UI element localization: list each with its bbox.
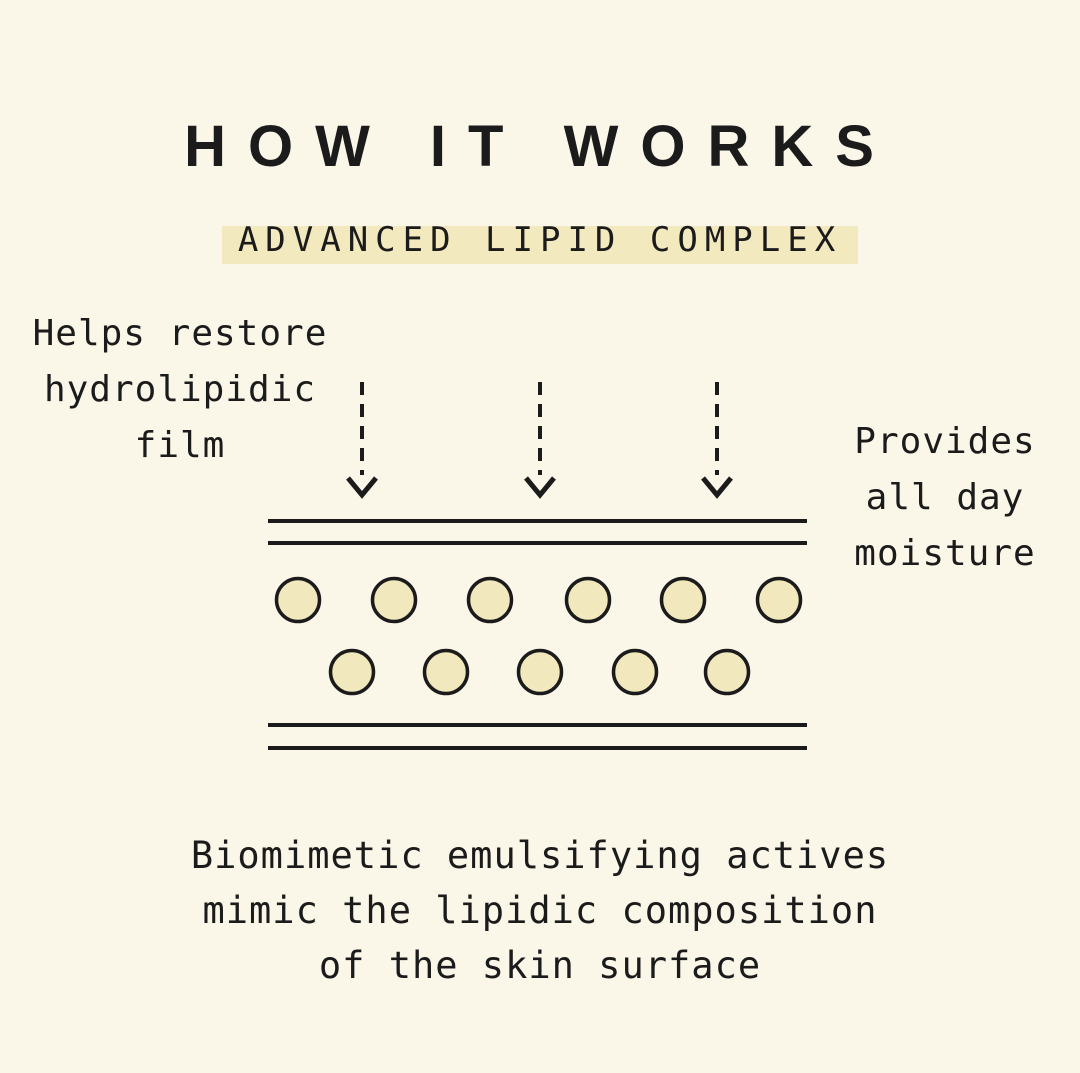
lipid-droplet: [328, 648, 376, 696]
lipid-droplet: [466, 576, 514, 624]
lipid-droplet: [274, 576, 322, 624]
lipid-droplet: [755, 576, 803, 624]
arrowhead-icon: [346, 476, 378, 499]
caption-biomimetic: Biomimetic emulsifying actives mimic the…: [190, 834, 890, 987]
page-title: HOW IT WORKS: [184, 114, 896, 179]
label-provides-moisture: Provides all day moisture: [854, 421, 1036, 574]
lipid-droplet: [370, 576, 418, 624]
lipid-droplet: [564, 576, 612, 624]
lipid-droplet: [659, 576, 707, 624]
arrowhead-icon: [524, 476, 556, 499]
subtitle-highlighted: ADVANCED LIPID COMPLEX: [221, 216, 859, 264]
lipid-droplet: [703, 648, 751, 696]
lipid-droplet: [516, 648, 564, 696]
label-helps-restore: Helps restore hydrolipidic film: [32, 313, 328, 466]
lipid-droplet: [422, 648, 470, 696]
arrowhead-icon: [701, 476, 733, 499]
lipid-droplet: [611, 648, 659, 696]
subtitle-row: ADVANCED LIPID COMPLEX: [0, 216, 1080, 264]
